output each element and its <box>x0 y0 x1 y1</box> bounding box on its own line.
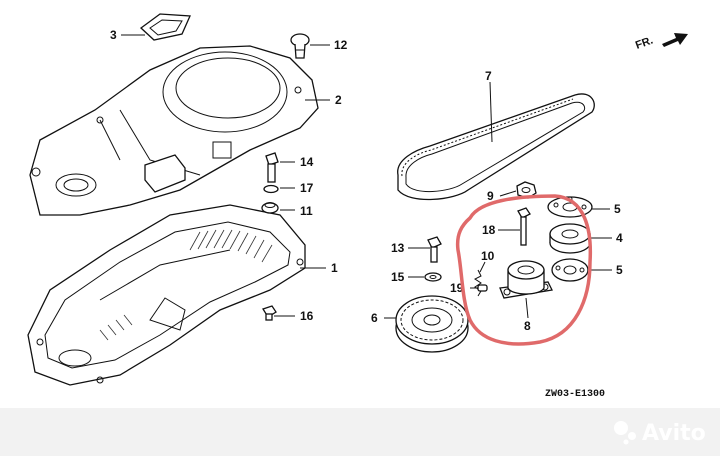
callout-9: 9 <box>487 189 494 203</box>
callout-5-lower: 5 <box>616 263 623 277</box>
part-16-bolt <box>262 305 277 321</box>
part-17-washer <box>263 184 279 194</box>
front-arrow-icon <box>662 33 688 47</box>
callout-4: 4 <box>616 231 623 245</box>
part-18-bolt <box>517 207 531 246</box>
part-15-washer <box>424 272 442 282</box>
part-4-pulley <box>549 223 591 254</box>
callout-14: 14 <box>300 155 314 169</box>
part-6-gear-pulley <box>395 295 469 353</box>
part-7-timing-belt <box>397 93 595 201</box>
callout-16: 16 <box>300 309 314 323</box>
callout-13: 13 <box>391 241 405 255</box>
part-11-grommet <box>261 202 279 214</box>
avito-logo-icon <box>614 421 636 445</box>
part-9-nut <box>516 181 537 199</box>
callout-3: 3 <box>110 28 117 42</box>
watermark-text: Avito <box>642 421 706 446</box>
part-2-upper-cover <box>29 45 319 216</box>
callout-19: 19 <box>450 281 464 295</box>
watermark: Avito <box>614 421 706 446</box>
front-direction-indicator: FR. <box>634 33 688 52</box>
part-5-lower-plate <box>551 258 589 282</box>
callout-2: 2 <box>335 93 342 107</box>
callout-5-upper: 5 <box>614 202 621 216</box>
drawing-code: ZW03-E1300 <box>545 389 605 400</box>
front-label: FR. <box>634 34 655 51</box>
callout-7: 7 <box>485 69 492 83</box>
part-19-pin <box>477 284 488 292</box>
callout-10: 10 <box>481 249 495 263</box>
part-8-tensioner <box>499 260 553 299</box>
callout-17: 17 <box>300 181 314 195</box>
part-3-gasket <box>139 13 191 41</box>
part-13-bolt <box>427 236 442 263</box>
part-12-bolt <box>290 33 310 59</box>
callout-11: 11 <box>300 204 313 218</box>
leader-lines <box>121 34 612 319</box>
part-14-bolt <box>265 152 279 183</box>
highlight-circle <box>455 194 593 346</box>
callout-15: 15 <box>391 270 405 284</box>
callout-12: 12 <box>334 38 348 52</box>
callout-labels: 3 12 2 14 17 11 1 16 7 9 18 5 4 5 13 15 … <box>110 28 623 333</box>
callout-6: 6 <box>371 311 378 325</box>
callout-1: 1 <box>331 261 338 275</box>
callout-18: 18 <box>482 223 496 237</box>
callout-8: 8 <box>524 319 531 333</box>
